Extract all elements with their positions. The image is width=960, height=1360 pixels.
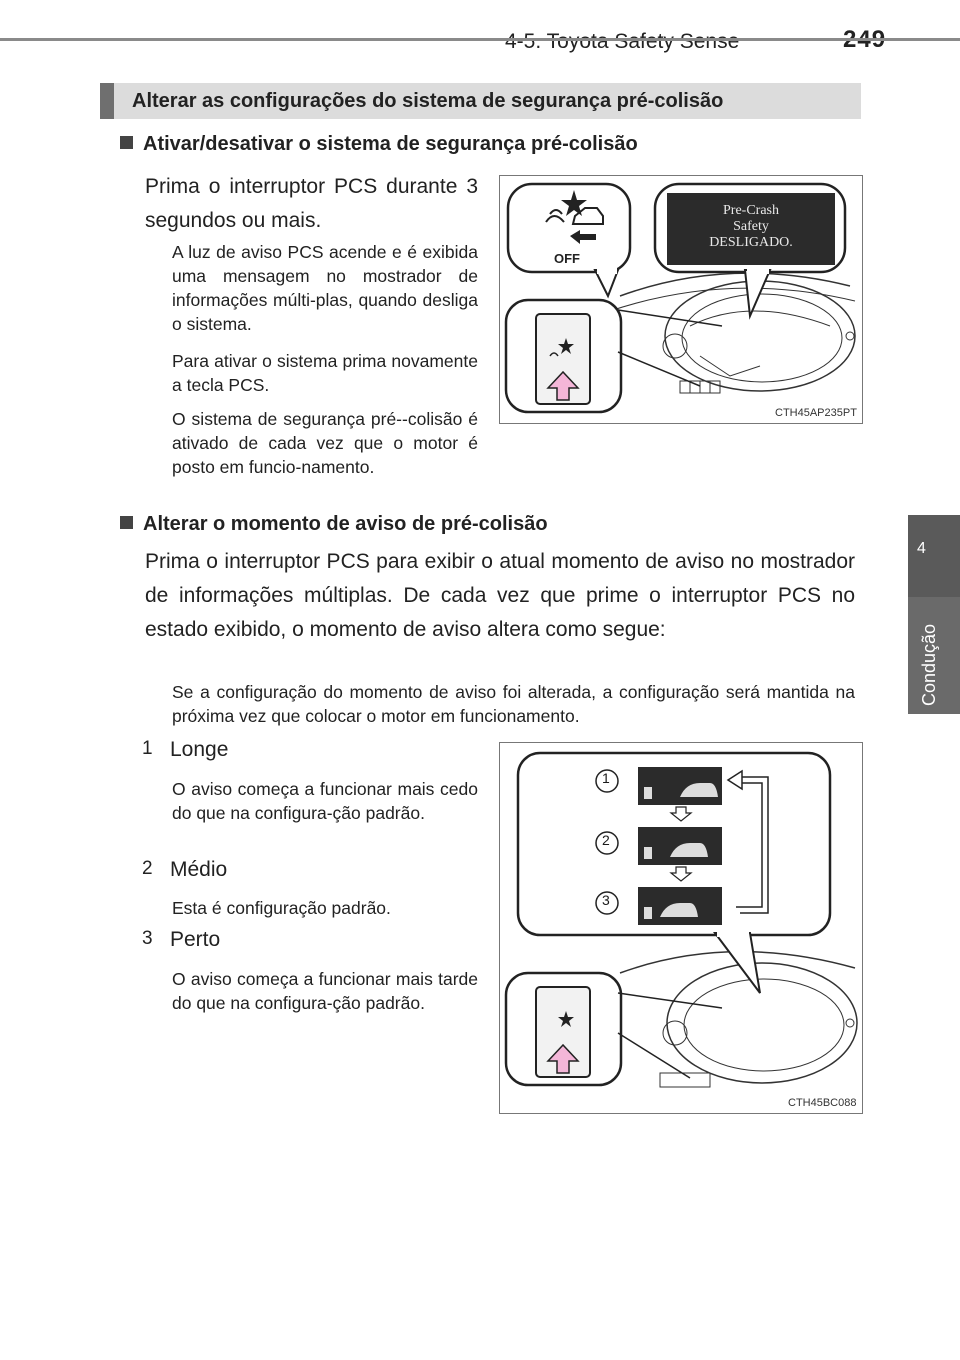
block2-lead: Prima o interruptor PCS para exibir o at…: [145, 550, 855, 641]
display-line-1: Pre-Crash: [723, 203, 779, 218]
callout-2: 2: [602, 832, 610, 848]
mid-display: Pre-Crash Safety DESLIGADO.: [667, 203, 835, 251]
press-arrow-icon: [546, 370, 580, 401]
bullet-square-icon: [120, 516, 133, 529]
chapter-number: 4: [917, 540, 926, 557]
item-desc-2: Esta é configuração padrão.: [172, 898, 391, 918]
off-caption: OFF: [554, 251, 580, 266]
item-label-3: Perto: [170, 928, 221, 951]
item-desc-1: O aviso começa a funcionar mais cedo do …: [172, 779, 478, 823]
section-title: Alterar as configurações do sistema de s…: [132, 90, 724, 112]
item-label-2: Médio: [170, 858, 228, 881]
header-rule: [0, 38, 960, 41]
item-label-1: Longe: [170, 738, 229, 761]
block1-note3: O sistema de segurança pré--colisão é at…: [172, 409, 478, 477]
block1-note2: Para ativar o sistema prima novamente a …: [172, 351, 478, 395]
chapter-label: Condução: [919, 623, 939, 706]
block1-heading: Ativar/desativar o sistema de segurança …: [120, 133, 638, 156]
pcs-switch-icon: [558, 1011, 574, 1027]
callout-3: 3: [602, 892, 610, 908]
down-arrow-icon: [669, 806, 693, 822]
figure-pcs-switch: OFF Pre-Crash Safety DESLIGADO. CTH45AP2…: [499, 175, 863, 424]
loop-arrow-icon: [726, 769, 743, 791]
dashboard-illustration: [504, 182, 856, 414]
timing-illustration: [504, 751, 858, 1088]
block2-note: Se a configuração do momento de aviso fo…: [172, 682, 855, 726]
item-number-3: 3: [142, 928, 153, 949]
pcs-warning-icon: [561, 190, 587, 216]
block2-heading: Alterar o momento de aviso de pré-colisã…: [120, 513, 548, 536]
figure-code: CTH45BC088: [788, 1097, 857, 1109]
down-arrow-icon: [669, 866, 693, 882]
section-title-bar: Alterar as configurações do sistema de s…: [100, 83, 861, 119]
item-number-1: 1: [142, 738, 153, 759]
block1-lead: Prima o interruptor PCS durante 3 segund…: [145, 175, 478, 232]
chapter-label-bar: [908, 597, 960, 714]
press-arrow-icon: [546, 1043, 580, 1074]
header-section-title: 4-5. Toyota Safety Sense: [505, 30, 740, 53]
block1-note1: A luz de aviso PCS acende e é exibida um…: [172, 242, 478, 334]
item-number-2: 2: [142, 858, 153, 879]
bullet-square-icon: [120, 136, 133, 149]
chapter-tab: [908, 515, 960, 597]
callout-1: 1: [602, 770, 610, 786]
display-line-3: DESLIGADO.: [709, 235, 793, 250]
item-desc-3: O aviso começa a funcionar mais tarde do…: [172, 969, 478, 1013]
figure-code: CTH45AP235PT: [775, 407, 857, 419]
figure-warning-timing: 1 2 3 CTH45BC088: [499, 742, 863, 1114]
pcs-switch-icon: [558, 338, 574, 354]
display-line-2: Safety: [733, 219, 769, 234]
